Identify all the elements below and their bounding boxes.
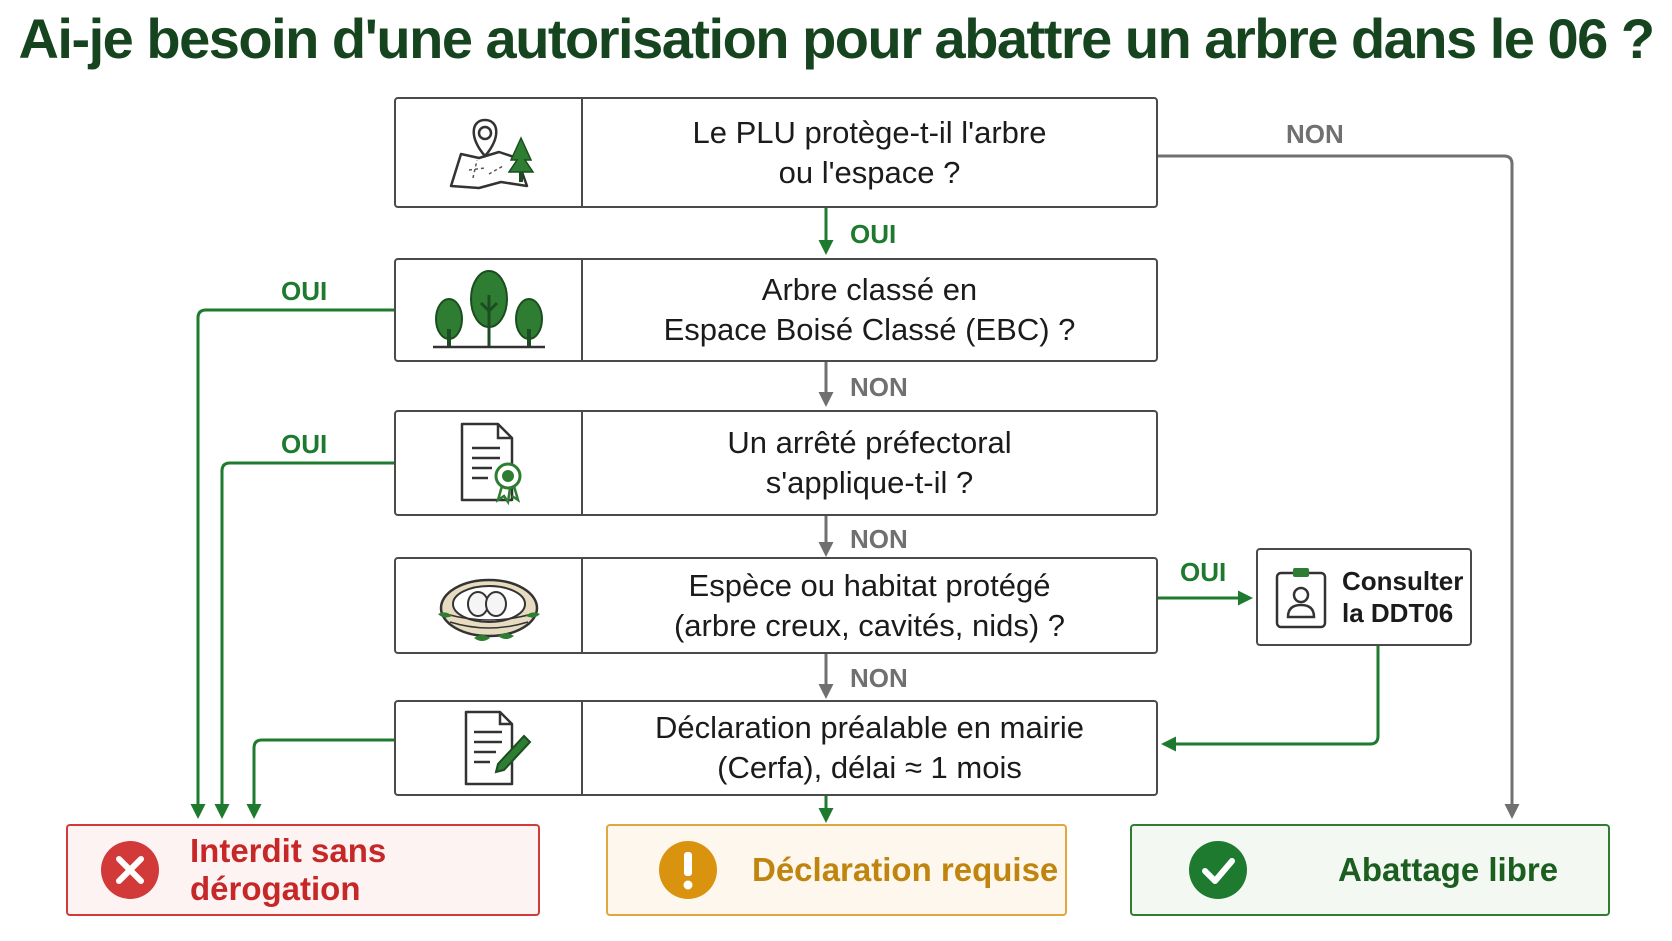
label-q2-non: NON	[850, 372, 908, 402]
question-line: (arbre creux, cavités, nids) ?	[673, 607, 1066, 643]
question-ebc: Arbre classé en Espace Boisé Classé (EBC…	[394, 258, 1158, 362]
x-circle-icon	[101, 841, 159, 899]
arrow-ddt-declaration	[1161, 646, 1380, 752]
ddt-line: la DDT06	[1342, 598, 1454, 628]
question-line: Arbre classé en	[761, 272, 978, 307]
label-q4-oui: OUI	[1180, 557, 1227, 587]
result-libre: Abattage libre	[1130, 824, 1610, 916]
arrow-q1-non-libre	[1158, 154, 1520, 819]
label-q1-non: NON	[1286, 119, 1344, 149]
arrow-q3-oui-interdit	[214, 461, 394, 819]
arrow-q2-oui-interdit	[190, 308, 394, 819]
trees-icon	[396, 260, 583, 360]
result-label: Abattage libre	[1338, 851, 1559, 888]
arrow-q5-interdit	[246, 738, 394, 819]
id-badge-icon	[1275, 568, 1327, 629]
bird-nest-icon	[396, 559, 583, 652]
question-line: Le PLU protège-t-il l'arbre	[692, 114, 1047, 150]
result-label: Déclaration requise	[752, 851, 1059, 888]
question-line: Espace Boisé Classé (EBC) ?	[663, 312, 1076, 347]
ddt-line: Consulter	[1342, 566, 1464, 596]
question-espece: Espèce ou habitat protégé (arbre creux, …	[394, 557, 1158, 654]
question-plu: Le PLU protège-t-il l'arbre ou l'espace …	[394, 97, 1158, 208]
consult-ddt-box: Consulter la DDT06	[1256, 548, 1472, 646]
label-q3-non: NON	[850, 524, 908, 554]
decree-document-icon	[396, 412, 583, 514]
result-label: Interdit sans dérogation	[190, 832, 387, 907]
exclamation-circle-icon	[659, 841, 717, 899]
result-declaration: Déclaration requise	[606, 824, 1067, 916]
question-line: Espèce ou habitat protégé	[688, 567, 1051, 603]
question-arrete: Un arrêté préfectoral s'applique-t-il ?	[394, 410, 1158, 516]
label-q4-non: NON	[850, 663, 908, 693]
diagram-title: Ai-je besoin d'une autorisation pour aba…	[18, 7, 1655, 70]
form-pen-icon	[396, 702, 583, 794]
map-pin-tree-icon	[396, 99, 583, 206]
check-circle-icon	[1189, 841, 1247, 899]
question-declaration: Déclaration préalable en mairie (Cerfa),…	[394, 700, 1158, 796]
result-interdit: Interdit sans dérogation	[66, 824, 540, 916]
question-line: (Cerfa), délai ≈ 1 mois	[717, 750, 1022, 785]
label-q1-oui: OUI	[850, 219, 897, 249]
question-line: Un arrêté préfectoral	[727, 425, 1012, 460]
label-q3-oui: OUI	[281, 429, 328, 459]
question-line: ou l'espace ?	[778, 154, 961, 190]
question-line: s'applique-t-il ?	[765, 465, 974, 500]
label-q2-oui: OUI	[281, 276, 328, 306]
question-line: Déclaration préalable en mairie	[654, 710, 1085, 745]
